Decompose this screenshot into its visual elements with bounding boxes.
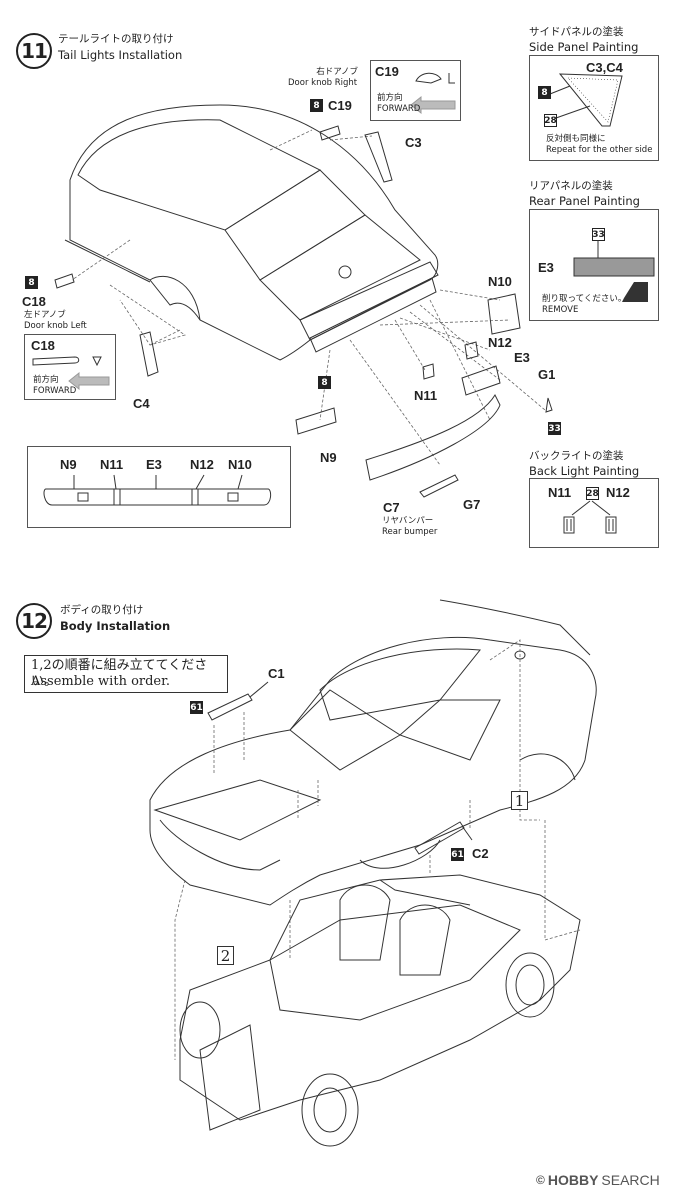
part-label-c4: C4 (133, 396, 150, 411)
c18-forward-en: FORWARD (33, 386, 77, 396)
back-light-title-jp: バックライトの塗装 (529, 450, 624, 462)
paint-badge-33: 33 (548, 422, 561, 435)
part-label-g7: G7 (463, 497, 481, 512)
watermark-brand: HOBBY (547, 1172, 599, 1188)
tail-light-strip-outline (43, 474, 272, 506)
back-light-box: N11 28 N12 (529, 478, 659, 548)
c18-forward-jp: 前方向 (33, 375, 59, 385)
side-panel-stripes (549, 73, 623, 127)
step-11-title-jp: テールライトの取り付け (58, 33, 174, 45)
paint-badge-8: 8 (25, 276, 38, 289)
rear-panel-outline (573, 240, 655, 302)
back-light-parts (563, 500, 617, 534)
strip-label-n12: N12 (190, 457, 214, 472)
side-panel-title-jp: サイドパネルの塗装 (529, 26, 624, 38)
back-light-left: N11 (548, 485, 572, 500)
paint-badge-8: 8 (310, 99, 323, 112)
part-label-n11: N11 (414, 388, 438, 403)
strip-label-n9: N9 (60, 457, 77, 472)
door-knob-right-en: Door knob Right (288, 78, 358, 88)
part-label-g1: G1 (538, 367, 556, 382)
paint-badge-61: 61 (190, 701, 203, 714)
watermark: © HOBBY SEARCH (536, 1172, 660, 1188)
rear-bumper-en: Rear bumper (382, 527, 438, 537)
part-label-c19: C19 (328, 98, 352, 113)
c19-part-outline (410, 72, 456, 115)
part-label-c1: C1 (268, 666, 285, 681)
order-marker-2: 2 (217, 946, 234, 965)
side-panel-repeat-jp: 反対側も同様に (546, 134, 606, 144)
step-12-title-jp: ボディの取り付け (60, 604, 144, 616)
part-label-n10: N10 (488, 274, 512, 289)
rear-panel-title-en: Rear Panel Painting (529, 194, 640, 208)
order-marker-1: 1 (511, 791, 528, 810)
rear-bumper-jp: リヤバンパー (382, 516, 434, 526)
back-light-right: N12 (606, 485, 630, 500)
assembly-note-en: Assemble with order. (31, 674, 171, 689)
step-12-number: 12 (16, 603, 52, 639)
c19-direction-box: C19 前方向 FORWARD (370, 60, 461, 121)
part-label-n12: N12 (488, 335, 512, 350)
c18-part-outline (32, 356, 110, 391)
rear-panel-title-jp: リアパネルの塗装 (529, 180, 613, 192)
back-light-title-en: Back Light Painting (529, 464, 640, 478)
paint-badge-28: 28 (586, 487, 599, 500)
c19-forward-en: FORWARD (377, 104, 421, 114)
strip-label-e3: E3 (146, 457, 162, 472)
part-label-c3: C3 (405, 135, 422, 150)
door-knob-right-jp: 右ドアノブ (316, 67, 358, 77)
tail-light-order-box: N9 N11 E3 N12 N10 (27, 446, 291, 528)
rear-panel-remove-jp: 削り取ってください。 (542, 294, 627, 304)
side-panel-title-en: Side Panel Painting (529, 40, 639, 54)
watermark-search: SEARCH (601, 1172, 660, 1188)
c19-forward-jp: 前方向 (377, 93, 403, 103)
side-panel-part: C3,C4 (586, 60, 623, 75)
part-label-c2: C2 (472, 846, 489, 861)
step-11-title-en: Tail Lights Installation (58, 48, 183, 62)
c19-box-part: C19 (375, 64, 399, 79)
paint-badge-61: 61 (451, 848, 464, 861)
rear-panel-part: E3 (538, 260, 554, 275)
assembly-note-box: 1,2の順番に組み立ててください。 Assemble with order. (24, 655, 228, 693)
rear-panel-remove-en: REMOVE (542, 305, 579, 315)
strip-label-n11: N11 (100, 457, 124, 472)
part-label-c18: C18 (22, 294, 46, 309)
strip-label-n10: N10 (228, 457, 252, 472)
door-knob-left-jp: 左ドアノブ (24, 310, 66, 320)
paint-badge-8: 8 (318, 376, 331, 389)
part-label-c7: C7 (383, 500, 400, 515)
c18-direction-box: C18 前方向 FORWARD (24, 334, 116, 400)
step-11-number: 11 (16, 33, 52, 69)
door-knob-left-en: Door knob Left (24, 321, 87, 331)
paint-badge-8: 8 (538, 86, 551, 99)
part-label-n9: N9 (320, 450, 337, 465)
paint-badge-28: 28 (544, 114, 557, 127)
part-label-e3: E3 (514, 350, 530, 365)
rear-panel-box: 33 E3 削り取ってください。 REMOVE (529, 209, 659, 321)
copyright-symbol: © (536, 1173, 545, 1187)
step-12-title-en: Body Installation (60, 619, 171, 633)
side-panel-repeat-en: Repeat for the other side (546, 145, 653, 155)
side-panel-box: C3,C4 8 28 反対側も同様に Repeat for the other … (529, 55, 659, 161)
car-rear-diagram (54, 104, 553, 498)
c18-box-part: C18 (31, 338, 55, 353)
assembly-note-jp: 1,2の順番に組み立ててください。 (31, 658, 208, 689)
